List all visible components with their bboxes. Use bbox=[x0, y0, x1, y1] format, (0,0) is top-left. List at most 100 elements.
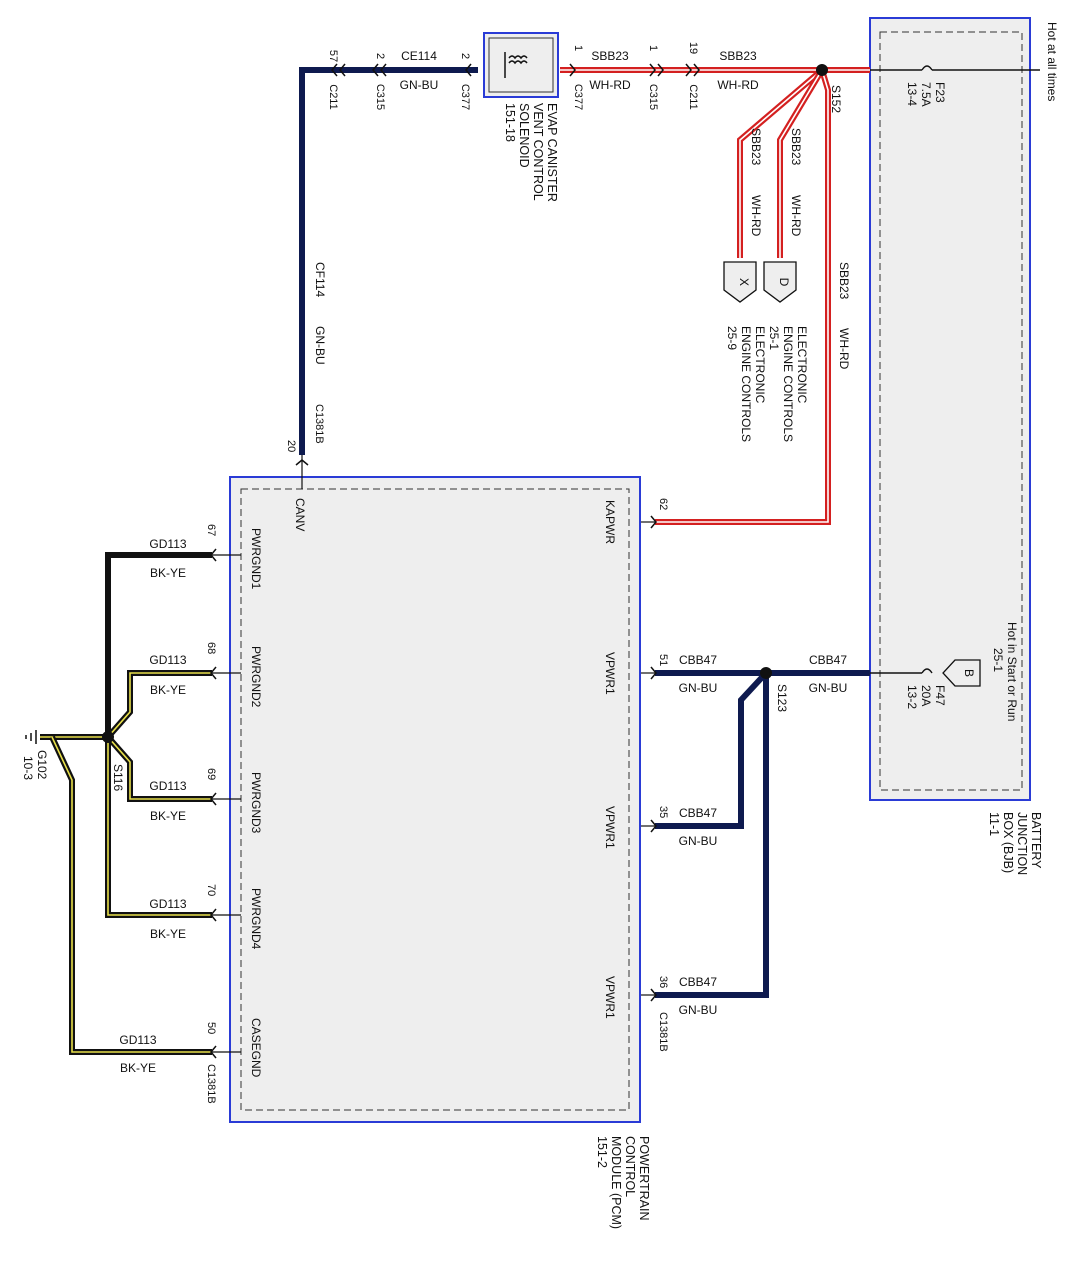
conn-c1381b-left: C1381B bbox=[205, 1064, 217, 1104]
wire-cbb47-label-c: CBB47 bbox=[679, 806, 717, 820]
gd113-label-67: GD113 bbox=[149, 537, 186, 551]
wire-sbb23-label-b: SBB23 bbox=[719, 49, 757, 63]
conn-c211-b: C211 bbox=[687, 84, 699, 109]
ground-ref-label: 10-3 bbox=[21, 756, 35, 780]
splice-s123-dot bbox=[760, 667, 772, 679]
pin-70: 70 bbox=[205, 884, 217, 896]
evap-solenoid-label: EVAP CANISTER VENT CONTROL SOLENOID 151-… bbox=[503, 103, 559, 202]
coil-icon bbox=[504, 52, 528, 78]
svg-text:F23: F23 bbox=[933, 82, 947, 103]
splice-s116-label: S116 bbox=[111, 764, 125, 791]
conn-c1381b-right: C1381B bbox=[657, 1012, 669, 1052]
branch-kapwr-wire: SBB23 bbox=[837, 262, 851, 300]
reference-d-badge: D bbox=[763, 261, 797, 303]
svg-text:20A: 20A bbox=[919, 685, 933, 706]
wire-sbb23-branches bbox=[655, 67, 831, 525]
svg-text:Hot in Start or Run: Hot in Start or Run bbox=[1005, 622, 1019, 721]
pin-57: 57 bbox=[327, 50, 339, 62]
wire-ce114-label: CE114 bbox=[401, 49, 437, 63]
svg-text:151-2: 151-2 bbox=[595, 1136, 609, 1168]
splice-s123-label: S123 bbox=[775, 684, 789, 712]
svg-text:EVAP CANISTER: EVAP CANISTER bbox=[545, 103, 559, 202]
wire-cf114-label: CF114 bbox=[313, 262, 327, 297]
svg-text:13-4: 13-4 bbox=[905, 82, 919, 106]
conn-c315-a: C315 bbox=[374, 84, 386, 110]
svg-text:B: B bbox=[962, 669, 976, 677]
wire-cf114-color: GN-BU bbox=[313, 326, 327, 365]
bjb-hot-in-start-label: Hot in Start or Run 25-1 bbox=[991, 622, 1019, 721]
gd113-label-69: GD113 bbox=[149, 779, 186, 793]
svg-text:ENGINE CONTROLS: ENGINE CONTROLS bbox=[781, 326, 795, 442]
pin-1-a: 1 bbox=[572, 45, 584, 51]
wire-ce114-cf114 bbox=[299, 67, 478, 455]
pin-2-b: 2 bbox=[459, 53, 471, 59]
ground-icon bbox=[25, 730, 37, 744]
conn-c211-a: C211 bbox=[327, 84, 339, 109]
fuse-f47-label: F47 20A 13-2 bbox=[905, 685, 947, 709]
gd113-label-50: GD113 bbox=[119, 1033, 156, 1047]
bkye-label-68: BK-YE bbox=[150, 683, 186, 697]
svg-text:25-1: 25-1 bbox=[991, 648, 1005, 672]
svg-text:ELECTRONIC: ELECTRONIC bbox=[753, 326, 767, 404]
svg-text:BOX (BJB): BOX (BJB) bbox=[1001, 812, 1015, 873]
bkye-label-69: BK-YE bbox=[150, 809, 186, 823]
pcm-pin-pwrgnd1: PWRGND1 bbox=[249, 528, 263, 590]
svg-text:ENGINE CONTROLS: ENGINE CONTROLS bbox=[739, 326, 753, 442]
evap-solenoid-box bbox=[483, 32, 559, 98]
svg-text:CONTROL: CONTROL bbox=[623, 1136, 637, 1197]
wire-sbb23-label-a: SBB23 bbox=[591, 49, 629, 63]
svg-text:11-1: 11-1 bbox=[987, 812, 1001, 836]
svg-text:JUNCTION: JUNCTION bbox=[1015, 812, 1029, 875]
pcm-pin-pwrgnd4: PWRGND4 bbox=[249, 888, 263, 950]
gd113-label-68: GD113 bbox=[149, 653, 186, 667]
bjb-title: BATTERY JUNCTION BOX (BJB) 11-1 bbox=[987, 812, 1043, 875]
svg-text:X: X bbox=[737, 278, 751, 286]
svg-text:BATTERY: BATTERY bbox=[1029, 812, 1043, 869]
pin-19: 19 bbox=[687, 42, 699, 54]
pin-35: 35 bbox=[657, 806, 669, 818]
pin-51: 51 bbox=[657, 654, 669, 666]
pin-68: 68 bbox=[205, 642, 217, 654]
ground-g102-label: G102 bbox=[35, 750, 49, 780]
splice-s116-dot bbox=[102, 731, 114, 743]
connector-wire-stubs bbox=[212, 455, 655, 1053]
pcm-pin-pwrgnd2: PWRGND2 bbox=[249, 646, 263, 708]
pcm-pin-vpwr1-a: VPWR1 bbox=[603, 652, 617, 695]
wire-cbb47-label-a: CBB47 bbox=[679, 653, 717, 667]
svg-text:151-18: 151-18 bbox=[503, 103, 517, 142]
svg-text:7.5A: 7.5A bbox=[919, 82, 933, 107]
bkye-label-50: BK-YE bbox=[120, 1061, 156, 1075]
svg-text:D: D bbox=[777, 278, 791, 287]
svg-text:VENT CONTROL: VENT CONTROL bbox=[531, 103, 545, 201]
wire-hot-f23 bbox=[870, 65, 1040, 71]
pcm-pin-casegnd: CASEGND bbox=[249, 1018, 263, 1078]
pcm-pin-vpwr1-b: VPWR1 bbox=[603, 806, 617, 849]
svg-text:25-1: 25-1 bbox=[767, 326, 781, 350]
pin-2-a: 2 bbox=[374, 53, 386, 59]
wire-cbb47-color-c: GN-BU bbox=[679, 834, 718, 848]
pcm-pin-pwrgnd3: PWRGND3 bbox=[249, 772, 263, 834]
bkye-label-67: BK-YE bbox=[150, 566, 186, 580]
pcm-pin-vpwr1-c: VPWR1 bbox=[603, 976, 617, 1019]
splice-s152-label: S152 bbox=[829, 85, 843, 113]
reference-x-label: ELECTRONIC ENGINE CONTROLS 25-9 bbox=[725, 326, 767, 442]
wire-ce114-color: GN-BU bbox=[400, 78, 439, 92]
svg-text:ELECTRONIC: ELECTRONIC bbox=[795, 326, 809, 404]
pin-62: 62 bbox=[657, 498, 669, 510]
svg-text:POWERTRAIN: POWERTRAIN bbox=[637, 1136, 651, 1221]
wire-sbb23-color-b: WH-RD bbox=[717, 78, 759, 92]
conn-c1381b-top: C1381B bbox=[313, 404, 325, 444]
branch-x-wire: SBB23 bbox=[749, 128, 763, 166]
pcm-title: POWERTRAIN CONTROL MODULE (PCM) 151-2 bbox=[595, 1136, 651, 1229]
wire-cbb47-color-a: GN-BU bbox=[679, 681, 718, 695]
svg-text:MODULE (PCM): MODULE (PCM) bbox=[609, 1136, 623, 1229]
wire-cbb47-label-b: CBB47 bbox=[809, 653, 847, 667]
bjb-b-badge: B bbox=[942, 659, 981, 687]
wire-sbb23-color-a: WH-RD bbox=[589, 78, 631, 92]
branch-kapwr-color: WH-RD bbox=[837, 328, 851, 370]
pcm-pin-kapwr: KAPWR bbox=[603, 500, 617, 544]
reference-x-badge: X bbox=[723, 261, 757, 303]
branch-x-color: WH-RD bbox=[749, 195, 763, 237]
bjb-hot-at-all-times: Hot at all times bbox=[1045, 22, 1059, 101]
branch-d-wire: SBB23 bbox=[789, 128, 803, 166]
